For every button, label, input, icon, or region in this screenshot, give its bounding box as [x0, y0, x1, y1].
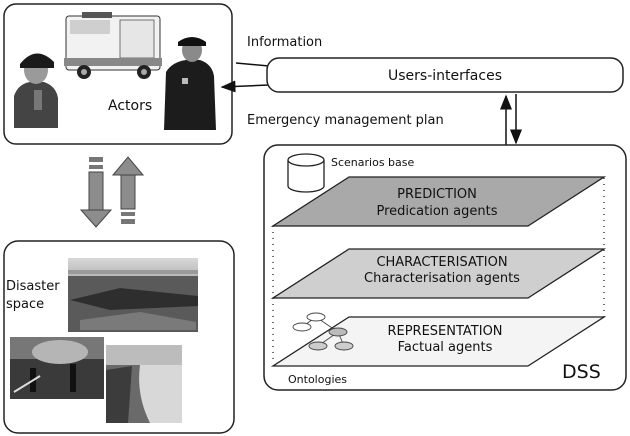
police-officer-image: [164, 37, 216, 130]
users-interfaces-box: Users-interfaces: [266, 57, 624, 93]
representation-layer: REPRESENTATION Factual agents: [270, 312, 607, 367]
characterisation-subtitle: Characterisation agents: [364, 271, 520, 286]
characterisation-title: CHARACTERISATION: [376, 255, 507, 270]
prediction-subtitle: Predication agents: [376, 204, 497, 219]
characterisation-layer: CHARACTERISATION Characterisation agents: [270, 248, 607, 299]
actors-label: Actors: [108, 98, 152, 114]
dss-panel: Scenarios base PREDICTION Predication ag…: [263, 144, 627, 391]
actors-panel: Actors: [3, 3, 233, 145]
ontologies-label: Ontologies: [288, 373, 347, 386]
down-block-arrow: [79, 157, 113, 228]
scenarios-base-label: Scenarios base: [331, 156, 415, 169]
users-interfaces-label: Users-interfaces: [388, 68, 502, 84]
coastal-flood-photo: [106, 345, 182, 423]
disaster-label-line2: space: [6, 297, 44, 312]
ambulance-image: [64, 12, 162, 79]
prediction-title: PREDICTION: [397, 187, 477, 202]
scenarios-base-icon: [287, 153, 325, 193]
firefighters-photo: [10, 337, 104, 399]
dss-label: DSS: [562, 361, 601, 383]
information-label: Information: [247, 35, 322, 50]
disaster-aerial-photo: [68, 258, 198, 332]
prediction-plane: [270, 176, 607, 227]
up-block-arrow: [111, 156, 145, 224]
characterisation-plane: [270, 248, 607, 299]
firefighter-image: [14, 53, 58, 128]
representation-title: REPRESENTATION: [387, 324, 502, 339]
emergency-plan-label: Emergency management plan: [247, 113, 444, 128]
layer-connectors: [272, 178, 605, 364]
representation-plane: [270, 316, 607, 367]
disaster-label-line1: Disaster: [6, 279, 60, 294]
prediction-layer: PREDICTION Predication agents: [270, 176, 607, 227]
ui-dss-arrows: [500, 94, 522, 145]
representation-subtitle: Factual agents: [398, 340, 493, 355]
disaster-space-panel: Disaster space: [3, 240, 235, 434]
factual-agents-graph-icon: [292, 312, 354, 351]
